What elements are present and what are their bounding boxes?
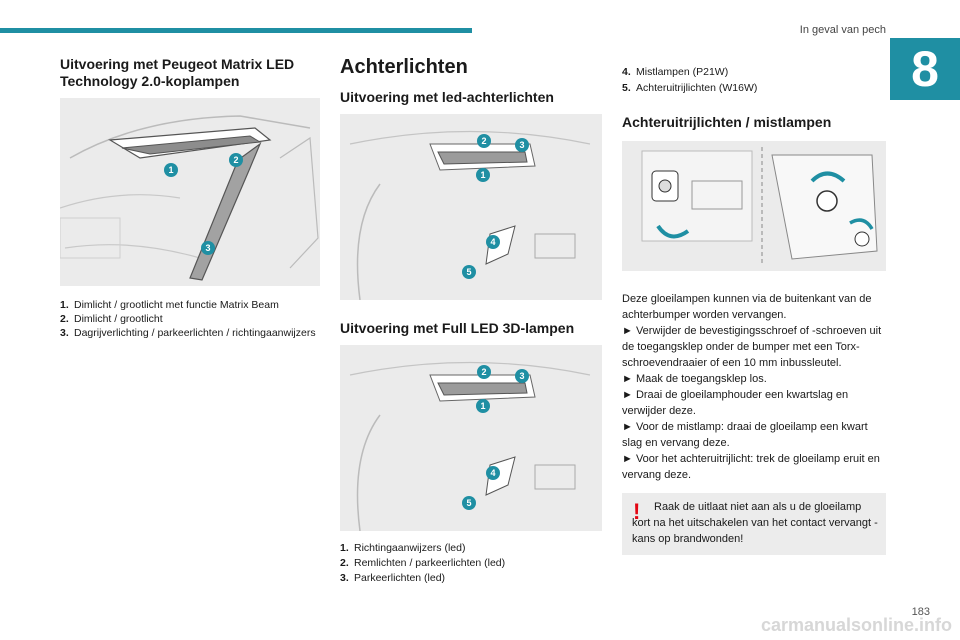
headlamp-illustration: 1 2 3 bbox=[60, 115, 319, 281]
step-4: ► Voor de mistlamp: draai de gloeilamp e… bbox=[622, 421, 868, 449]
svg-text:4: 4 bbox=[490, 468, 495, 478]
callout-1: 1 bbox=[476, 168, 490, 182]
svg-text:1: 1 bbox=[480, 401, 485, 411]
watermark: carmanualsonline.info bbox=[760, 615, 952, 635]
column-rear-lights: Achterlichten Uitvoering met led-achterl… bbox=[340, 56, 602, 586]
svg-text:2: 2 bbox=[233, 155, 238, 165]
chapter-number-badge: 8 bbox=[890, 38, 960, 100]
bulb-replacement-figure bbox=[622, 141, 886, 271]
callout-2: 2 bbox=[477, 134, 491, 148]
svg-text:2: 2 bbox=[481, 136, 486, 146]
callout-5: 5 bbox=[462, 265, 476, 279]
legend-item: 1.Richtingaanwijzers (led) bbox=[340, 542, 466, 554]
svg-text:3: 3 bbox=[205, 243, 210, 253]
rear-car-3d-illustration: 1 2 3 4 5 bbox=[349, 361, 591, 531]
headlamp-heading: Uitvoering met Peugeot Matrix LED Techno… bbox=[60, 56, 295, 89]
header-accent-bar bbox=[0, 28, 472, 33]
legend-item: 3.Dagrijverlichting / parkeerlichten / r… bbox=[60, 327, 316, 339]
callout-3: 3 bbox=[201, 241, 215, 255]
callout-1: 1 bbox=[476, 399, 490, 413]
led-rear-subheading: Uitvoering met led-achterlichten bbox=[340, 89, 554, 105]
step-5: ► Voor het achteruitrijlicht: trek de gl… bbox=[622, 453, 880, 481]
callout-2: 2 bbox=[477, 365, 491, 379]
legend-item: 4.Mistlampen (P21W) bbox=[622, 66, 729, 78]
svg-text:5: 5 bbox=[466, 267, 471, 277]
rear-car-illustration: 1 2 3 4 5 bbox=[349, 130, 591, 300]
column-headlamps: Uitvoering met Peugeot Matrix LED Techno… bbox=[60, 56, 320, 340]
callout-3: 3 bbox=[515, 369, 529, 383]
legend-item: 2.Dimlicht / grootlicht bbox=[60, 313, 163, 325]
step-3: ► Draai de gloeilamphouder een kwartslag… bbox=[622, 389, 849, 417]
svg-text:1: 1 bbox=[480, 170, 485, 180]
page-number: 183 bbox=[911, 606, 930, 618]
callout-1: 1 bbox=[164, 163, 178, 177]
legend-item: 3.Parkeerlichten (led) bbox=[340, 572, 446, 584]
full-led-subheading: Uitvoering met Full LED 3D-lampen bbox=[340, 320, 575, 336]
column-reverse-fog: 4.Mistlampen (P21W) 5.Achteruitrijlichte… bbox=[622, 56, 886, 555]
headlamp-figure: 1 2 3 bbox=[60, 98, 320, 286]
legend-item: 1.Dimlicht / grootlicht met functie Matr… bbox=[60, 299, 279, 311]
intro-paragraph: Deze gloeilampen kunnen via de buitenkan… bbox=[622, 293, 872, 321]
bumper-bulb-illustration bbox=[641, 147, 878, 265]
warning-icon: ! bbox=[633, 499, 641, 524]
svg-text:2: 2 bbox=[481, 367, 486, 377]
callout-4: 4 bbox=[486, 235, 500, 249]
legend-item: 5.Achteruitrijlichten (W16W) bbox=[622, 82, 758, 94]
rear-lights-title: Achterlichten bbox=[340, 56, 468, 78]
full-led-figure: 1 2 3 4 5 bbox=[340, 345, 602, 531]
svg-text:5: 5 bbox=[466, 498, 471, 508]
warning-box: ! Raak de uitlaat niet aan als u de gloe… bbox=[622, 493, 886, 555]
headlamp-legend: 1.Dimlicht / grootlicht met functie Matr… bbox=[60, 298, 320, 340]
page-header-title: In geval van pech bbox=[799, 24, 886, 36]
step-2: ► Maak de toegangsklep los. bbox=[622, 373, 767, 385]
callout-4: 4 bbox=[486, 466, 500, 480]
svg-text:1: 1 bbox=[168, 165, 173, 175]
rear-lights-legend: 1.Richtingaanwijzers (led) 2.Remlichten … bbox=[340, 541, 602, 586]
svg-text:4: 4 bbox=[490, 237, 495, 247]
callout-2: 2 bbox=[229, 153, 243, 167]
warning-text: Raak de uitlaat niet aan als u de gloeil… bbox=[632, 501, 878, 545]
svg-text:3: 3 bbox=[519, 140, 524, 150]
reverse-fog-heading: Achteruitrijlichten / mistlampen bbox=[622, 114, 832, 130]
callout-3: 3 bbox=[515, 138, 529, 152]
callout-5: 5 bbox=[462, 496, 476, 510]
svg-text:3: 3 bbox=[519, 371, 524, 381]
step-1: ► Verwijder de bevestigingsschroef of -s… bbox=[622, 325, 882, 369]
led-rear-figure: 1 2 3 4 5 bbox=[340, 114, 602, 300]
legend-continued: 4.Mistlampen (P21W) 5.Achteruitrijlichte… bbox=[622, 64, 886, 96]
legend-item: 2.Remlichten / parkeerlichten (led) bbox=[340, 557, 506, 569]
